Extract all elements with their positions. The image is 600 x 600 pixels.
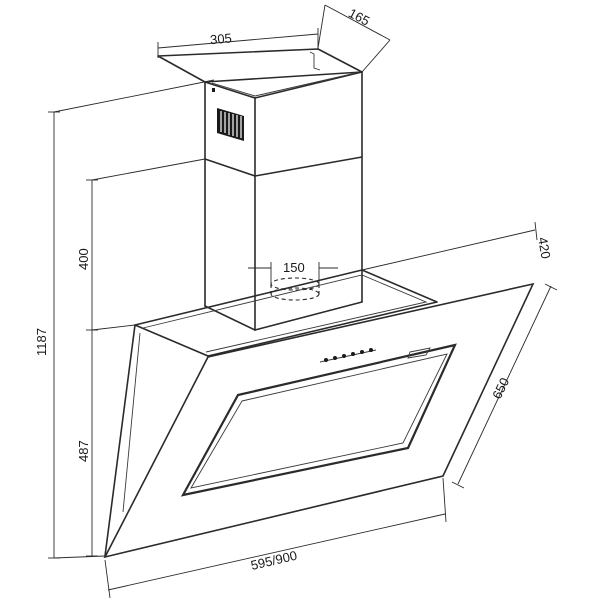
control-button-3-icon	[342, 354, 346, 358]
dim-chimney-width	[158, 28, 318, 58]
control-button-1-icon	[324, 358, 328, 362]
screw-mark	[212, 88, 215, 92]
label-hood-height: 487	[76, 440, 91, 462]
dim-chimney-height	[86, 159, 205, 330]
label-hood-width: 595/900	[249, 548, 298, 573]
control-button-4-icon	[351, 352, 355, 356]
label-outlet-diameter: 150	[283, 260, 305, 275]
control-button-6-icon	[369, 348, 373, 352]
vent-grille-icon	[217, 108, 244, 141]
dim-hood-depth	[362, 222, 537, 270]
label-glass-length: 650	[489, 375, 512, 401]
label-hood-depth: 420	[535, 236, 554, 260]
label-total-height: 1187	[34, 328, 49, 356]
control-button-5-icon	[360, 350, 364, 354]
label-chimney-width: 305	[209, 30, 232, 47]
label-chimney-depth: 165	[346, 5, 372, 28]
chimney	[158, 49, 362, 330]
label-chimney-height: 400	[76, 248, 91, 270]
control-button-2-icon	[333, 356, 337, 360]
air-outlet	[271, 278, 319, 300]
